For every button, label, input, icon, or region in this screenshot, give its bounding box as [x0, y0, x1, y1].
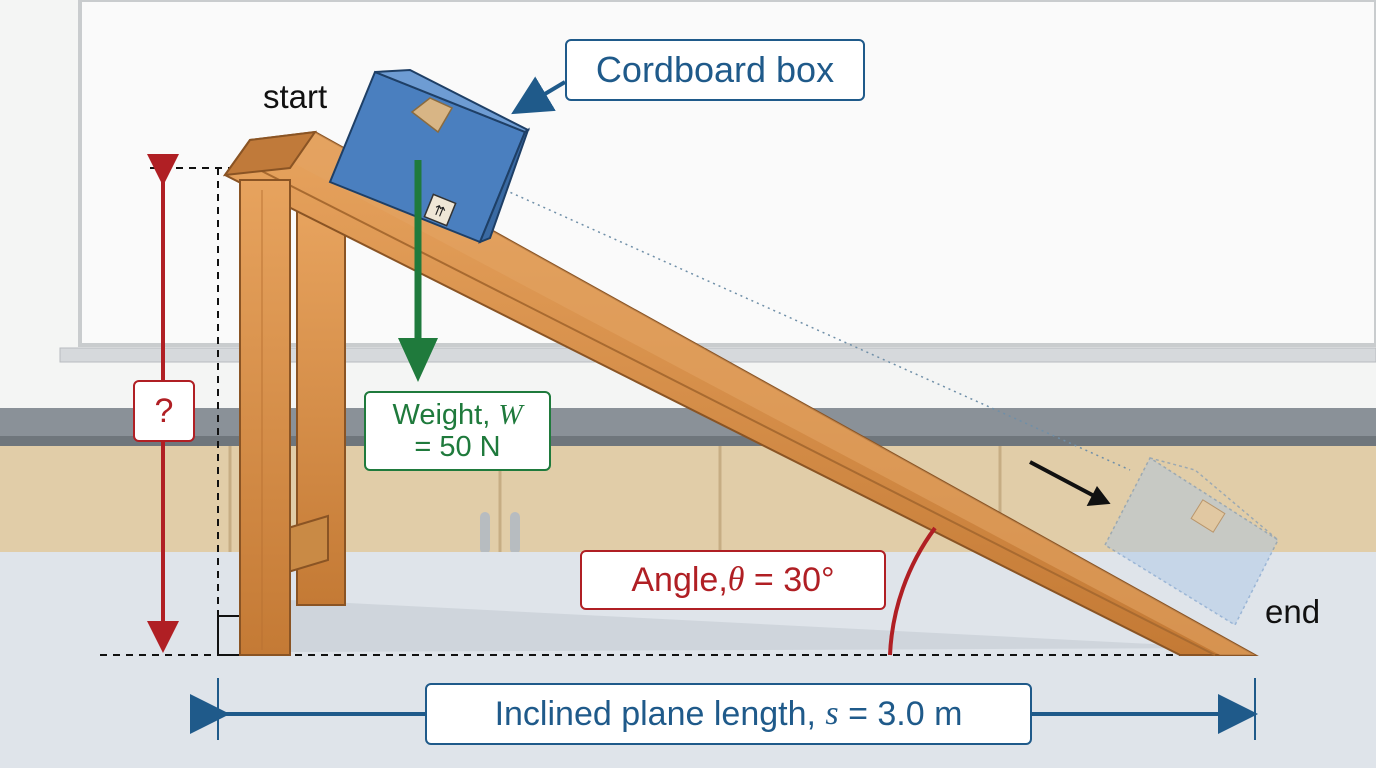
start-label: start: [263, 78, 328, 115]
length-value: = 3.0 m: [838, 694, 963, 733]
ramp-end-cap: [222, 130, 318, 177]
angle-arc: [888, 526, 937, 656]
cabinet-handle: [510, 512, 520, 554]
length-label: Inclined plane length, s = 3.0 m: [425, 683, 1032, 745]
front-leg: [239, 179, 291, 656]
height-unknown-label: ?: [133, 380, 195, 442]
weight-prefix: Weight,: [392, 398, 499, 431]
trajectory-line: [504, 189, 1131, 471]
angle-symbol: θ: [727, 561, 745, 598]
box-callout-arrow: [511, 76, 567, 115]
length-symbol: s: [825, 695, 839, 732]
cabinet-handle: [480, 512, 490, 554]
length-prefix: Inclined plane length,: [494, 694, 826, 733]
height-unknown-text: ?: [154, 391, 174, 430]
tape: [410, 97, 454, 134]
weight-label: Weight, W = 50 N: [364, 391, 551, 471]
weight-symbol: W: [498, 398, 523, 431]
angle-label: Angle, θ = 30°: [580, 550, 886, 610]
ghost-box: [1104, 456, 1279, 627]
motion-arrow: [1029, 460, 1099, 500]
end-label: end: [1265, 593, 1321, 630]
box-label-text: Cordboard box: [595, 49, 835, 90]
weight-value: = 50 N: [414, 431, 501, 463]
shadow: [290, 600, 1230, 652]
svg-text:⇈: ⇈: [431, 202, 448, 221]
this-side-up-icon: [423, 193, 457, 227]
angle-value: = 30°: [744, 560, 835, 599]
weight-label-line1: Weight, W: [392, 399, 522, 431]
counter-top: [0, 408, 1376, 438]
cardboard-box: ⇈: [328, 68, 530, 244]
box-label: Cordboard box: [565, 39, 865, 101]
angle-prefix: Angle,: [631, 560, 728, 599]
